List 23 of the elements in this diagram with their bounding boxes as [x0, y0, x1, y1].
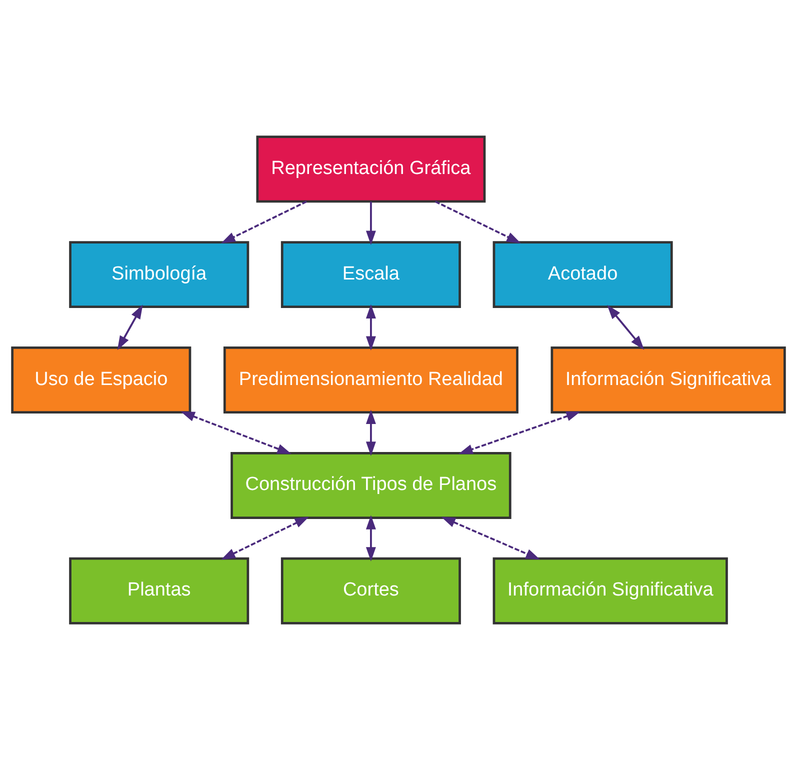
arrow — [366, 201, 376, 245]
node-box: Construcción Tipos de Planos — [230, 451, 512, 518]
arrow — [458, 410, 581, 454]
node-box: Información Significativa — [550, 346, 786, 413]
node-box: Simbología — [69, 240, 250, 308]
arrow — [221, 200, 307, 243]
arrow — [366, 304, 376, 350]
arrow — [441, 516, 540, 560]
node-box: Escala — [280, 240, 461, 308]
node-box: Plantas — [69, 556, 250, 624]
node-box: Información Significativa — [492, 556, 728, 624]
arrow — [607, 304, 644, 350]
arrow — [221, 516, 310, 560]
node-box: Uso de Espacio — [11, 346, 192, 413]
arrow — [366, 514, 376, 561]
node-box: Predimensionamiento Realidad — [223, 346, 518, 413]
node-box: Acotado — [492, 240, 673, 308]
arrow — [434, 200, 521, 243]
arrow — [117, 304, 143, 350]
node-box: Representación Gráfica — [256, 135, 486, 202]
arrow — [366, 409, 376, 456]
node-box: Cortes — [280, 556, 461, 624]
arrow — [180, 410, 292, 454]
